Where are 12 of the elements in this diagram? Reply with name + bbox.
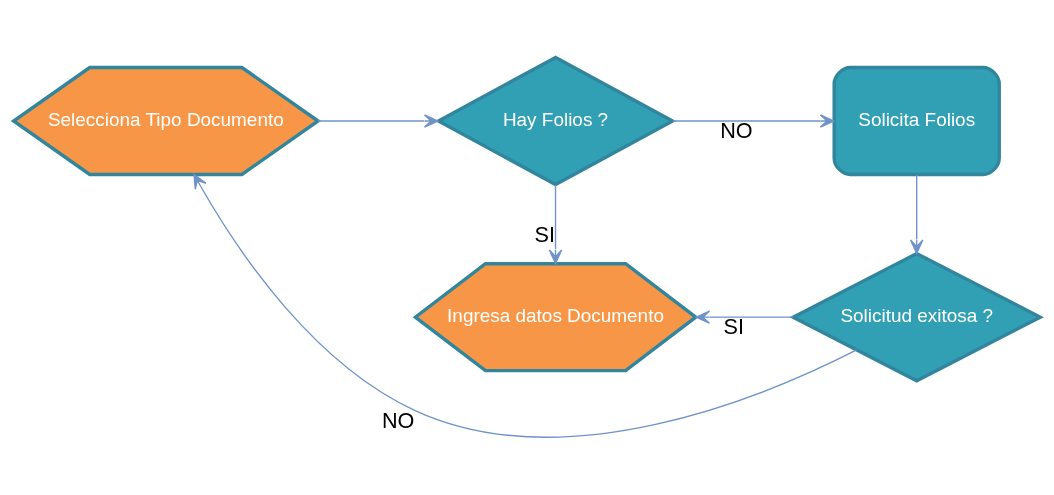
edge-label: SI bbox=[534, 221, 555, 247]
arrow bbox=[909, 174, 924, 255]
arrow bbox=[317, 114, 439, 128]
edge-label: NO bbox=[720, 118, 753, 144]
node-diamond: Solicitud exitosa ? bbox=[789, 251, 1044, 383]
arrow bbox=[548, 184, 563, 265]
node-box: Solicita Folios bbox=[832, 65, 1001, 177]
arrow bbox=[672, 114, 835, 128]
edge-label: NO bbox=[381, 407, 415, 433]
arrow bbox=[193, 173, 858, 438]
arrow bbox=[695, 310, 794, 324]
edge-label: SI bbox=[723, 314, 744, 340]
